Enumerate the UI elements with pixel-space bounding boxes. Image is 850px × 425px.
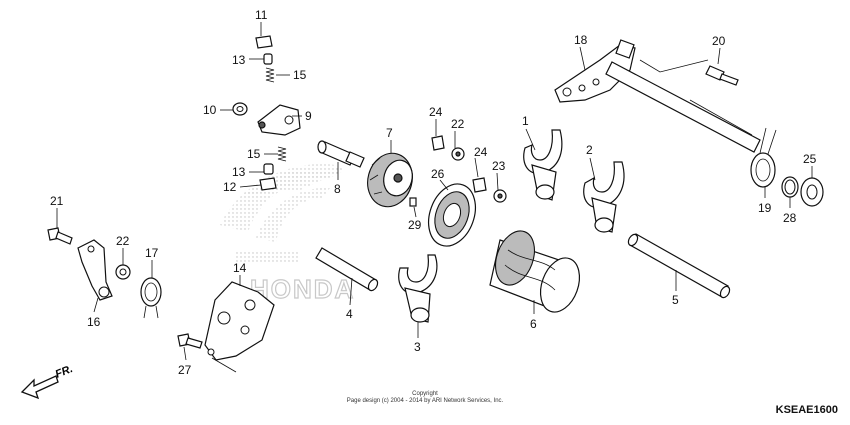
callout-24: 24 (474, 145, 488, 159)
callout-12: 12 (223, 180, 237, 194)
part-11-neutral-cap[interactable] (255, 35, 273, 49)
callout-28: 28 (783, 211, 797, 225)
callout-4: 4 (346, 307, 353, 321)
callout-9: 9 (305, 109, 312, 123)
part-27-bolt[interactable] (177, 333, 203, 349)
part-25-washer[interactable] (800, 177, 824, 207)
callout-22: 23 (492, 159, 506, 173)
part-22-bolt-lower[interactable] (493, 189, 507, 203)
callout-26: 26 (431, 167, 445, 181)
copyright-line-1: Copyright (412, 391, 438, 397)
part-24-stopper-plate-lower[interactable] (472, 177, 487, 193)
front-direction-label: FR. (54, 363, 75, 381)
part-17-spring[interactable] (140, 277, 162, 319)
part-28-circlip[interactable] (781, 176, 799, 198)
callout-3: 3 (414, 340, 421, 354)
part-22-bolt-upper[interactable] (451, 147, 465, 161)
part-18-gearshift-spindle[interactable] (554, 39, 761, 153)
part-12-plunger-cap[interactable] (259, 177, 277, 191)
callout-27: 27 (178, 363, 192, 377)
callout-14: 14 (233, 261, 247, 275)
part-5-fork-shaft[interactable] (627, 233, 732, 299)
part-23-washer[interactable] (115, 264, 131, 280)
callout-11: 11 (255, 8, 268, 22)
copyright-line-2: Page design (c) 2004 - 2014 by ARI Netwo… (346, 398, 504, 404)
callout-17: 17 (145, 246, 159, 260)
callout-20: 20 (712, 34, 726, 48)
callout-16: 16 (87, 315, 101, 329)
front-arrow-icon (20, 375, 59, 400)
callout-21: 21 (50, 194, 64, 208)
part-14-shift-plate[interactable] (204, 281, 275, 373)
part-29-dowel-pin[interactable] (409, 197, 417, 207)
part-4-collar[interactable] (315, 247, 379, 292)
callout-13: 13 (232, 53, 246, 67)
callout-29: 29 (408, 218, 422, 232)
callout-25: 25 (803, 152, 817, 166)
part-3-shift-fork[interactable] (398, 254, 438, 323)
callout-23: 22 (116, 234, 130, 248)
callout-24: 24 (429, 105, 443, 119)
part-8-drum-center-bolt[interactable] (317, 140, 365, 168)
copyright-notice: Copyright Page design (c) 2004 - 2014 by… (0, 391, 850, 405)
part-13-switch-plunger-lower[interactable] (263, 163, 274, 175)
part-7-shift-drum-center[interactable] (362, 148, 418, 212)
part-1-shift-fork[interactable] (523, 129, 563, 201)
part-10-stopper-collar[interactable] (232, 102, 248, 116)
callout-22: 22 (451, 117, 465, 131)
callout-1: 1 (522, 114, 529, 128)
callout-numbers: 11 13 15 10 9 15 13 12 8 7 24 22 26 24 2… (50, 8, 817, 377)
part-9-gearshift-drum-stopper-arm[interactable] (257, 104, 301, 136)
callout-2: 2 (586, 143, 593, 157)
part-26-bearing[interactable] (420, 177, 483, 252)
callout-18: 18 (574, 33, 588, 47)
diagram-code: KSEAE1600 (775, 404, 838, 416)
leader-lines (56, 22, 813, 361)
callout-7: 7 (386, 126, 393, 140)
callout-8: 8 (334, 182, 341, 196)
part-20-bolt[interactable] (705, 65, 739, 86)
callout-13: 13 (232, 165, 246, 179)
callout-15: 15 (247, 147, 261, 161)
part-21-bolt[interactable] (47, 227, 73, 245)
part-13-switch-plunger-upper[interactable] (263, 53, 273, 65)
callout-6: 6 (530, 317, 537, 331)
part-6-shift-drum[interactable] (489, 226, 587, 318)
part-24-stopper-plate-upper[interactable] (431, 135, 445, 151)
part-2-shift-fork[interactable] (583, 161, 625, 233)
callout-5: 5 (672, 293, 679, 307)
callout-15: 15 (293, 68, 307, 82)
part-15-spring-lower[interactable] (277, 146, 287, 162)
part-15-spring-upper[interactable] (265, 67, 275, 83)
callout-10: 10 (203, 103, 217, 117)
callout-19: 19 (758, 201, 772, 215)
part-19-return-spring[interactable] (750, 127, 777, 188)
part-16-gearshift-arm[interactable] (77, 239, 113, 301)
